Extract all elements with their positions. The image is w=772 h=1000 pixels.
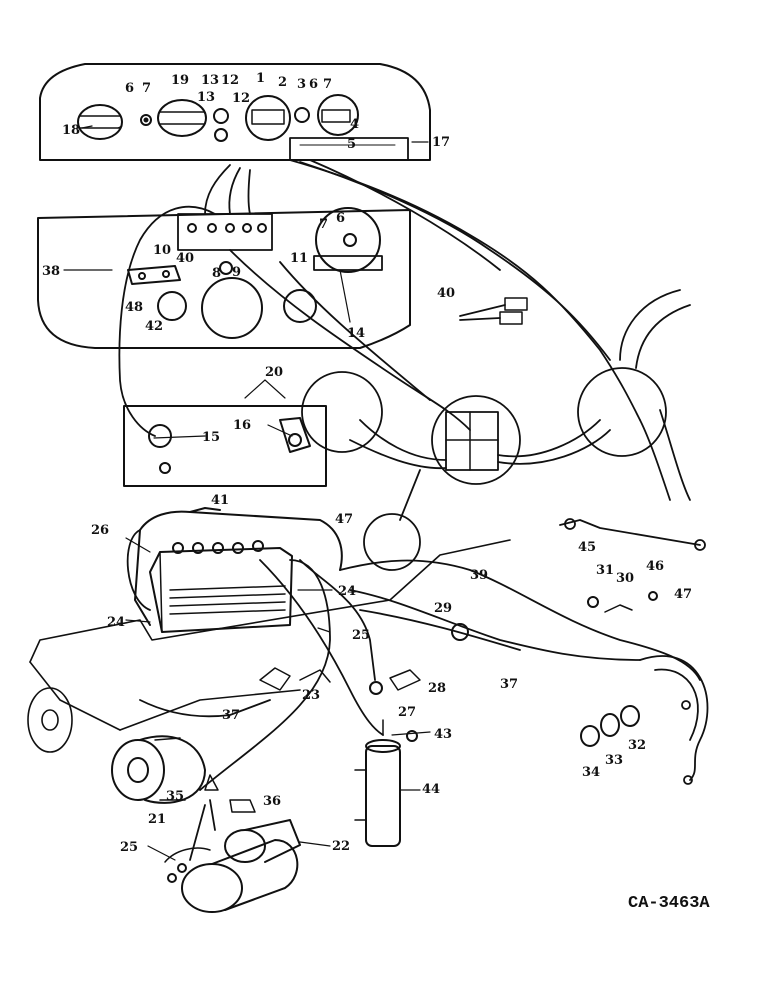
callout-7: 7 (142, 81, 151, 96)
callout-5: 5 (347, 137, 356, 152)
leader-lines (63, 125, 431, 861)
callout-19: 19 (171, 73, 189, 88)
callout-37: 37 (222, 708, 240, 723)
callout-32: 32 (628, 738, 646, 753)
callout-7: 7 (319, 217, 328, 232)
callout-39: 39 (470, 568, 488, 583)
callout-13: 13 (197, 90, 215, 105)
callout-4: 4 (350, 117, 359, 132)
callout-8: 8 (212, 266, 221, 281)
callout-2: 2 (278, 75, 287, 90)
callout-23: 23 (302, 688, 320, 703)
callout-43: 43 (434, 727, 452, 742)
drawing-code: CA-3463A (628, 894, 710, 913)
cables (126, 518, 709, 861)
callout-25: 25 (352, 628, 370, 643)
callout-12: 12 (232, 91, 250, 106)
callout-27: 27 (398, 705, 416, 720)
callout-40: 40 (437, 286, 455, 301)
callout-25: 25 (120, 840, 138, 855)
callout-16: 16 (233, 418, 251, 433)
callout-24: 24 (338, 584, 356, 599)
callout-9: 9 (232, 265, 241, 280)
callout-41: 41 (211, 493, 229, 508)
callout-28: 28 (428, 681, 446, 696)
callout-labels: 1 2 3 6 7 6 7 19 13 12 13 12 18 4 5 17 7… (42, 71, 692, 855)
callout-47: 47 (335, 512, 353, 527)
callout-13: 13 (201, 73, 219, 88)
callout-45: 45 (578, 540, 596, 555)
callout-14: 14 (347, 326, 365, 341)
callout-47: 47 (674, 587, 692, 602)
callout-26: 26 (91, 523, 109, 538)
callout-29: 29 (434, 601, 452, 616)
callout-48: 48 (125, 300, 143, 315)
callout-11: 11 (290, 251, 308, 266)
callout-12: 12 (221, 73, 239, 88)
callout-46: 46 (646, 559, 664, 574)
callout-35: 35 (166, 789, 184, 804)
callout-10: 10 (153, 243, 171, 258)
callout-20: 20 (265, 365, 283, 380)
callout-21: 21 (148, 812, 166, 827)
callout-44: 44 (422, 782, 440, 797)
callout-6: 6 (125, 81, 134, 96)
callout-22: 22 (332, 839, 350, 854)
callout-38: 38 (42, 264, 60, 279)
callout-30: 30 (616, 571, 634, 586)
small-parts (204, 591, 658, 813)
callout-36: 36 (263, 794, 281, 809)
callout-15: 15 (202, 430, 220, 445)
alternator (111, 735, 206, 804)
callout-1: 1 (256, 71, 265, 86)
ignition-coil (354, 719, 401, 847)
callout-34: 34 (582, 765, 600, 780)
callout-18: 18 (62, 123, 80, 138)
instrument-panel (39, 63, 431, 161)
battery (134, 507, 343, 633)
callout-7: 7 (323, 77, 332, 92)
callout-42: 42 (145, 319, 163, 334)
callout-17: 17 (432, 135, 450, 150)
engine-block (27, 539, 511, 753)
starter-motor (164, 819, 301, 913)
callout-33: 33 (605, 753, 623, 768)
dash-panel (37, 207, 411, 349)
callout-31: 31 (596, 563, 614, 578)
callout-3: 3 (297, 77, 306, 92)
callout-24: 24 (107, 615, 125, 630)
switch-plate (123, 371, 383, 487)
callout-40: 40 (176, 251, 194, 266)
wiring-harness (118, 159, 691, 571)
callout-37: 37 (500, 677, 518, 692)
callout-6: 6 (309, 77, 318, 92)
callout-6: 6 (336, 211, 345, 226)
